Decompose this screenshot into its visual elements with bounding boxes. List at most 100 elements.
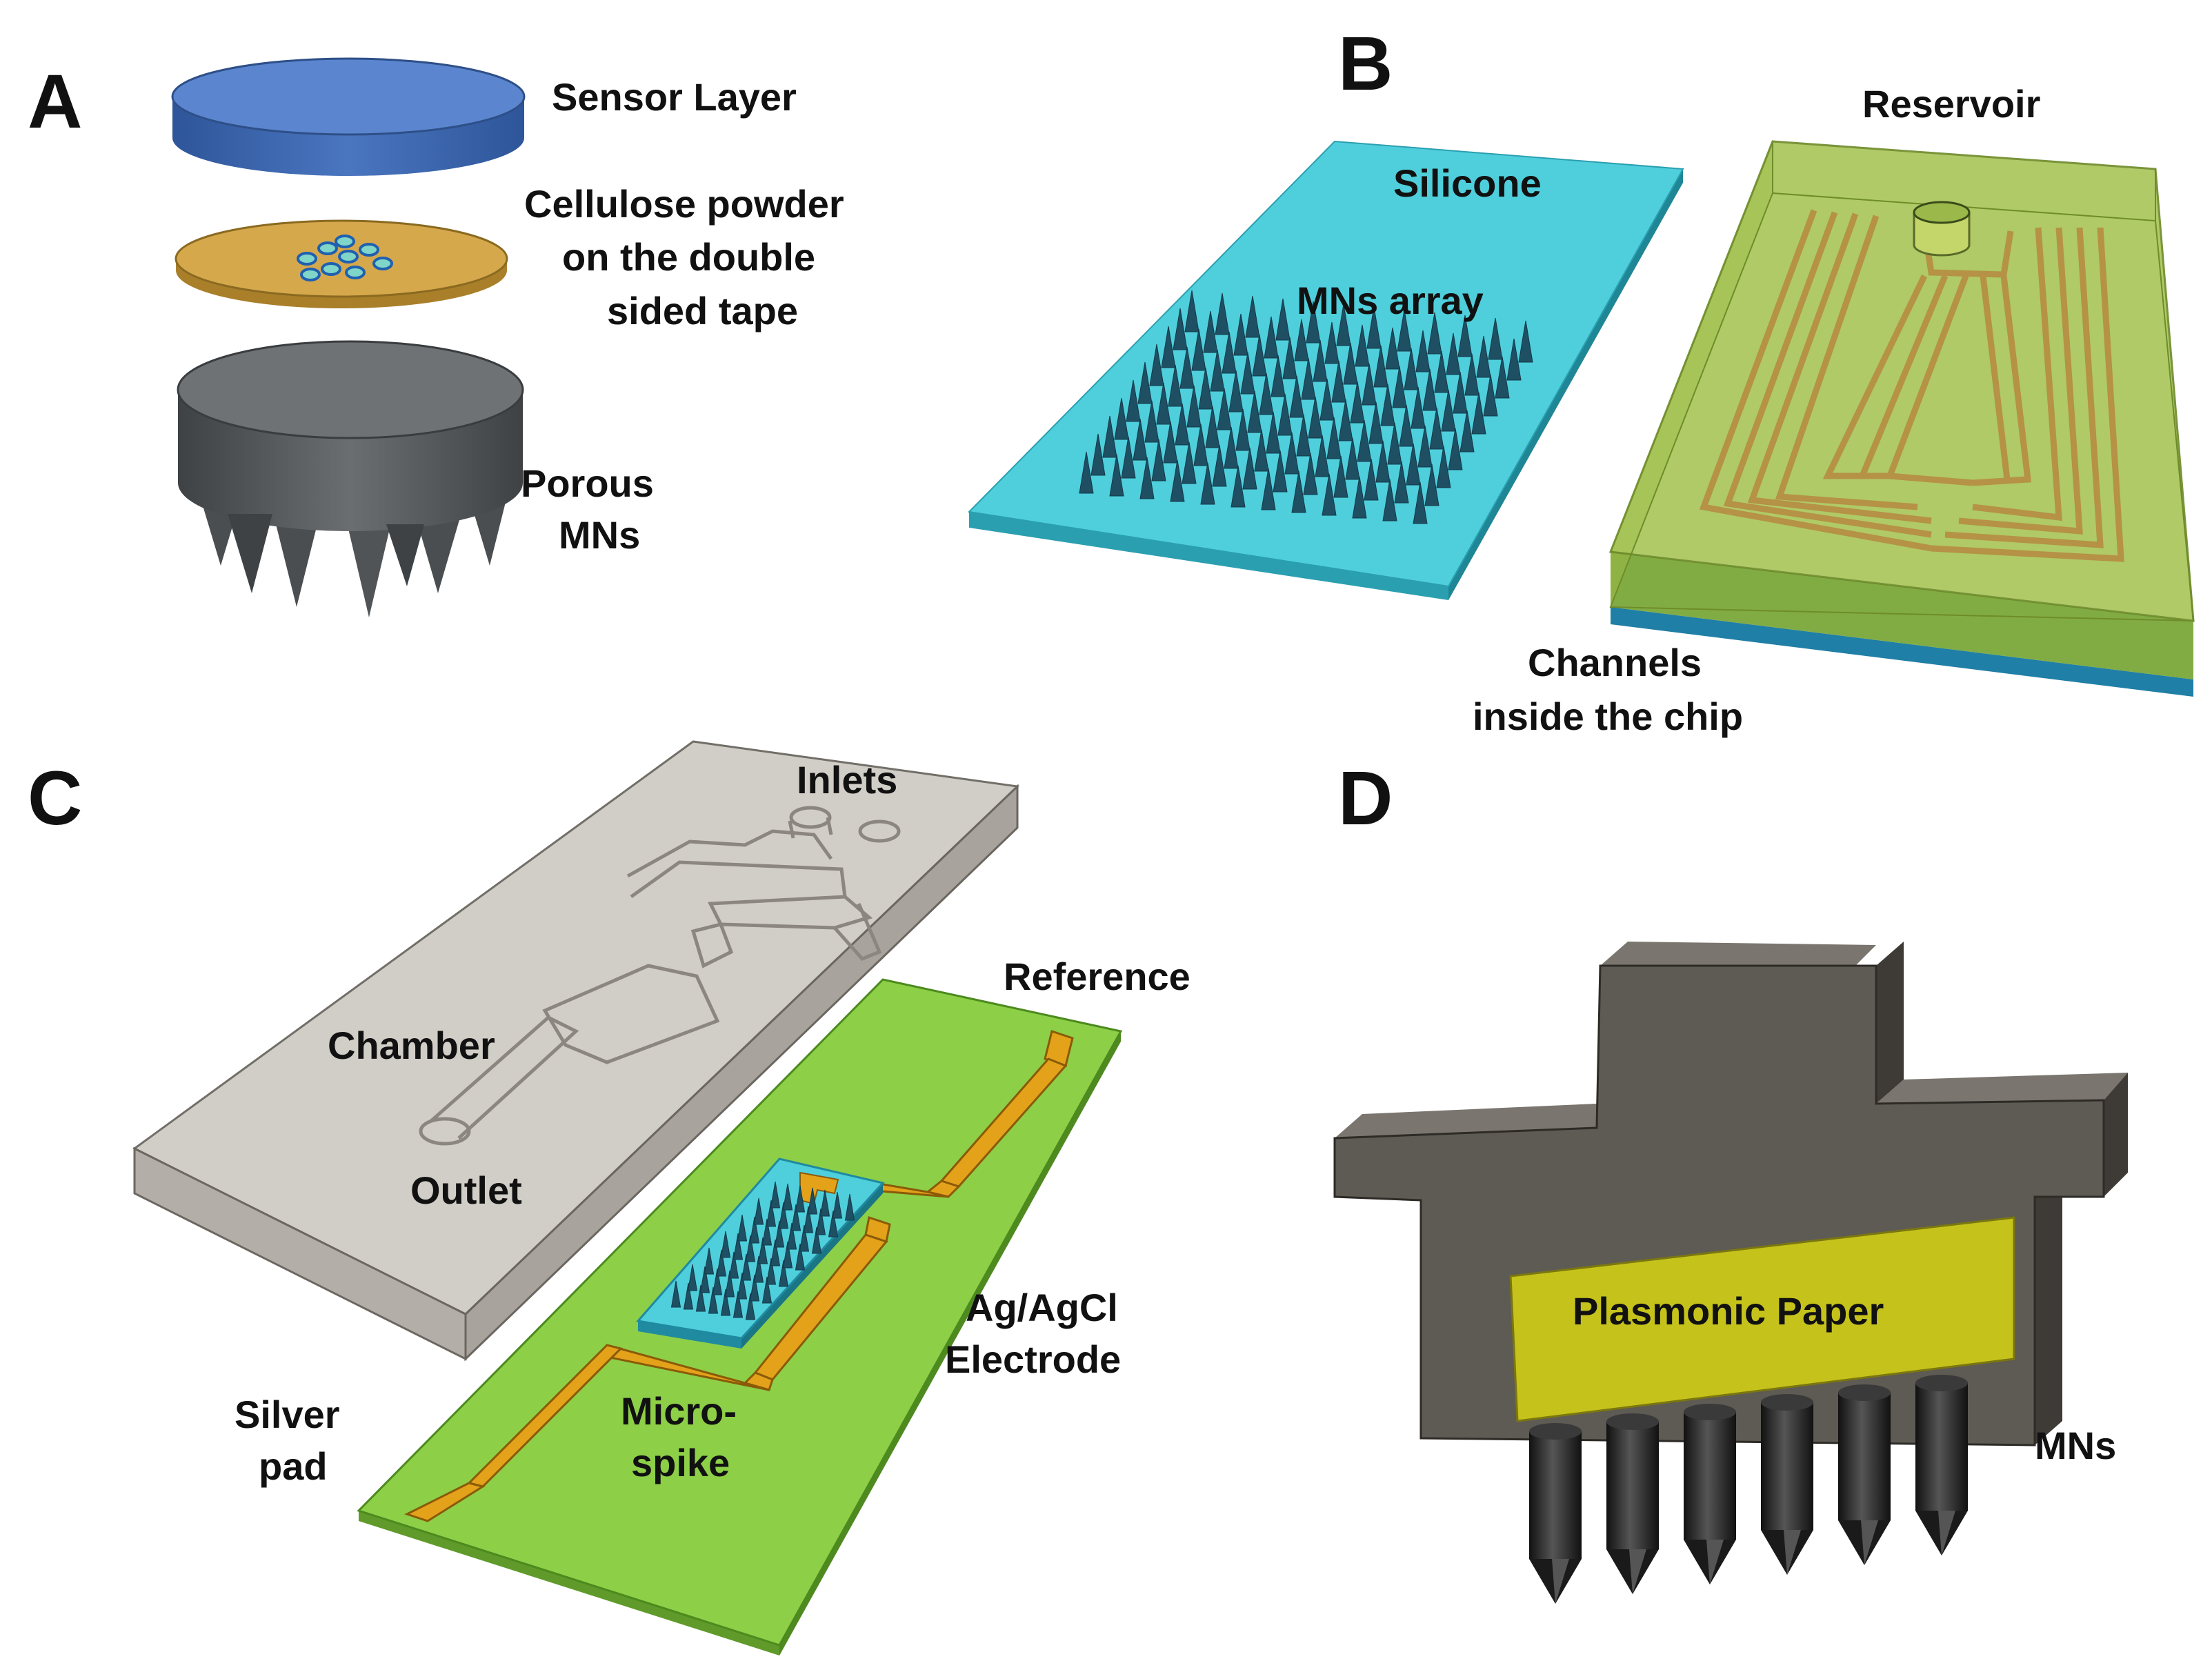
mn-cone bbox=[1488, 317, 1503, 360]
mn-cone bbox=[1303, 453, 1318, 495]
traces bbox=[404, 1030, 1074, 1522]
mn-cone bbox=[1163, 421, 1178, 464]
electrode-label-line2: Electrode bbox=[945, 1338, 1121, 1381]
micro-spike bbox=[741, 1253, 752, 1281]
microfluidic-chip bbox=[1608, 140, 2195, 697]
mn-cone bbox=[1179, 346, 1195, 389]
micro-spike bbox=[753, 1197, 764, 1225]
microneedle bbox=[1684, 1404, 1736, 1584]
channels-label-line1: Channels bbox=[1528, 641, 1702, 684]
micro-spike bbox=[687, 1264, 698, 1291]
micro-spike bbox=[832, 1191, 843, 1219]
cellulose-label-line3: sided tape bbox=[607, 289, 798, 332]
mn-cone bbox=[1191, 328, 1206, 371]
mn-cone bbox=[1411, 386, 1426, 429]
mn-cone bbox=[1217, 388, 1232, 430]
mn-cone bbox=[1168, 364, 1183, 407]
microspike-label-line1: Micro- bbox=[621, 1389, 737, 1433]
panel-c: C bbox=[28, 740, 1190, 1656]
mn-cone bbox=[1222, 331, 1237, 374]
mn-cone bbox=[1205, 406, 1220, 448]
mn-cone bbox=[1282, 337, 1297, 379]
cellulose-label-line1: Cellulose powder bbox=[524, 182, 844, 226]
mn-cone bbox=[1368, 401, 1384, 444]
micro-spike bbox=[753, 1255, 764, 1283]
microneedle bbox=[1915, 1375, 1968, 1555]
mn-cone bbox=[1394, 461, 1409, 504]
mn-cone bbox=[1079, 451, 1094, 494]
mn-cone bbox=[1453, 371, 1468, 414]
mn-cone bbox=[1375, 440, 1391, 483]
mn-cone bbox=[1114, 397, 1129, 440]
mn-cone bbox=[1109, 454, 1124, 497]
mn-cone bbox=[1415, 330, 1431, 372]
micro-spike bbox=[761, 1276, 773, 1304]
cellulose-tape-disc bbox=[175, 219, 508, 308]
mn-cone bbox=[1284, 432, 1299, 475]
micro-spike bbox=[799, 1224, 810, 1252]
micro-spike bbox=[770, 1181, 781, 1209]
mn-cone bbox=[1382, 479, 1397, 521]
micro-spike bbox=[733, 1233, 744, 1260]
silver-pad-label-line1: Silver bbox=[235, 1393, 340, 1436]
mn-cone bbox=[1355, 324, 1370, 367]
cellulose-label-line2: on the double bbox=[562, 235, 815, 279]
mn-cone bbox=[1240, 352, 1255, 395]
mn-cone bbox=[1366, 306, 1382, 349]
mn-cone bbox=[1264, 316, 1279, 359]
reference-label: Reference bbox=[1004, 955, 1190, 998]
mn-cone bbox=[1322, 473, 1337, 516]
micro-spike bbox=[716, 1249, 727, 1277]
micro-spike bbox=[724, 1270, 735, 1298]
micro-spike bbox=[807, 1187, 818, 1215]
micro-spike bbox=[790, 1204, 801, 1231]
silicone-slab bbox=[967, 140, 1684, 600]
mn-cone bbox=[1212, 444, 1227, 487]
microneedle bbox=[1761, 1394, 1813, 1575]
mn-cone bbox=[1242, 447, 1257, 490]
mn-cone bbox=[1186, 385, 1202, 428]
micro-spike bbox=[720, 1289, 731, 1316]
mn-cone bbox=[1483, 374, 1498, 417]
micro-spike bbox=[712, 1268, 723, 1295]
micro-spike bbox=[749, 1216, 760, 1244]
mn-cone bbox=[1387, 422, 1402, 465]
mn-cone bbox=[1362, 363, 1377, 406]
mn-cone bbox=[1224, 426, 1239, 469]
silicone-label: Silicone bbox=[1393, 161, 1542, 205]
mn-cone bbox=[1291, 470, 1306, 513]
mn-cone bbox=[1126, 379, 1141, 422]
mn-cone bbox=[1464, 353, 1479, 396]
microneedle bbox=[1606, 1413, 1659, 1594]
mn-cone bbox=[1441, 389, 1456, 432]
mn-cone bbox=[1459, 410, 1475, 453]
porous-label-line1: Porous bbox=[521, 461, 654, 505]
mn-cone bbox=[1175, 403, 1190, 446]
chamber-label: Chamber bbox=[328, 1024, 495, 1067]
micro-spike bbox=[782, 1183, 793, 1211]
reservoir-well bbox=[1913, 201, 1971, 257]
micro-spike bbox=[766, 1200, 777, 1227]
mns-label: MNs bbox=[2035, 1424, 2116, 1467]
mn-cone bbox=[1173, 308, 1188, 350]
mn-cone bbox=[1144, 400, 1159, 443]
micro-spike bbox=[803, 1206, 814, 1233]
mn-cone bbox=[1133, 418, 1148, 461]
mn-cone bbox=[1406, 443, 1421, 486]
mn-cone bbox=[1404, 348, 1419, 390]
mn-cone bbox=[1139, 457, 1155, 499]
needle-row bbox=[1529, 1375, 1968, 1604]
micro-spike bbox=[670, 1280, 681, 1308]
porous-mn-cylinder bbox=[177, 340, 524, 617]
mn-cone bbox=[1203, 310, 1218, 353]
mn-cone bbox=[1345, 437, 1360, 480]
mn-cone bbox=[1315, 435, 1330, 477]
inlets-label: Inlets bbox=[797, 758, 897, 802]
mn-cone bbox=[1149, 344, 1164, 386]
mn-cone bbox=[1210, 349, 1225, 392]
mn-cone bbox=[1247, 390, 1262, 433]
plasmonic-paper bbox=[1509, 1216, 2015, 1422]
outlet-label: Outlet bbox=[410, 1169, 522, 1212]
mn-cone bbox=[1518, 320, 1533, 363]
mn-cone bbox=[1151, 439, 1166, 481]
